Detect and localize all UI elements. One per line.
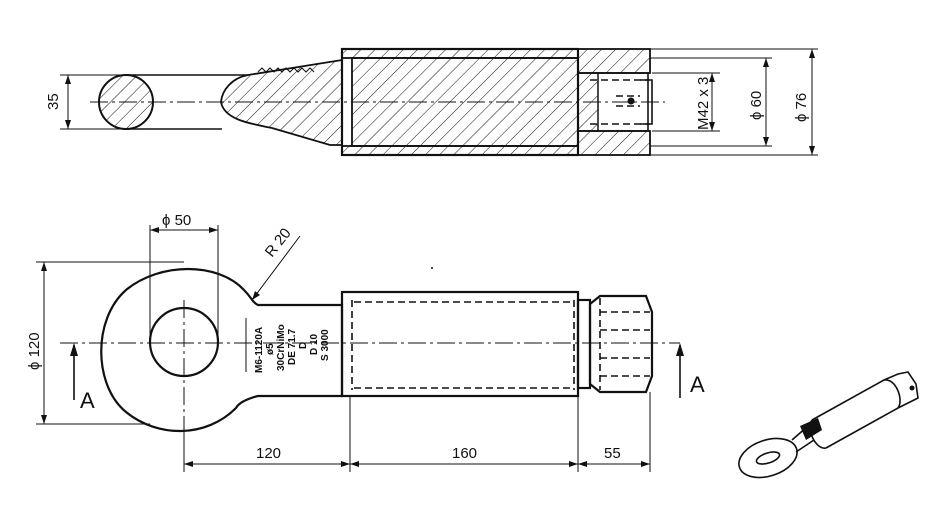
threaded-end-bottom [577,130,651,156]
dim-120v-lines [36,261,184,425]
dim-m42-text: M42 x 3 [695,77,712,130]
cross-hole-hidden [616,95,640,107]
dim-120v-text: ϕ 120 [26,332,43,370]
section-arrowhead-left [70,343,78,356]
elevation-view: M6-1120A ø5 30CrNiMo DE 71.7 D D 10 S 30… [26,212,705,472]
iso-eye-outer [738,437,798,479]
part-marking: M6-1120A ø5 30CrNiMo DE 71.7 D D 10 S 30… [254,324,331,373]
end-nut [588,294,654,394]
dim-160-text: 160 [452,445,477,462]
tube-wall-top [341,48,579,59]
dim-120h-text: 120 [256,445,281,462]
dim-r20-line [251,235,301,301]
isometric-view [738,371,919,479]
tube-wall-bottom [341,145,579,156]
svg-text:M6-1120A: M6-1120A [254,327,265,373]
dim-length-ext-lines [183,392,651,472]
dim-m42-lines [652,72,720,132]
dim-76-lines [650,48,818,156]
dim-r20-text: R 20 [262,225,295,260]
body-outline [340,290,580,398]
iso-marking-plate [800,418,822,440]
iso-end [883,371,919,409]
iso-body [809,379,901,449]
svg-text:D: D [298,342,309,349]
dim-60-text: ϕ 60 [748,91,765,120]
threaded-end-top [577,48,651,74]
svg-text:DE 71.7: DE 71.7 [287,328,298,365]
iso-eye-hole [755,451,781,465]
dim-76-text: ϕ 76 [793,93,810,122]
stray-dot [431,267,433,269]
svg-text:ø5: ø5 [265,343,276,355]
dim-55-text: 55 [604,445,621,462]
dim-50-text: ϕ 50 [162,212,191,229]
end-hidden-lines [599,298,650,390]
section-mark-left: A [80,388,95,413]
eye-outline [100,267,344,433]
svg-text:S 3000: S 3000 [320,329,331,361]
section-arrowhead-right [676,343,684,356]
dim-50-lines [149,225,219,340]
dim-60-arrows [763,58,769,146]
body-inner [351,300,575,390]
svg-text:30CrNiMo: 30CrNiMo [276,324,287,371]
neck-serration [257,67,315,73]
section-mark-right: A [690,372,705,397]
svg-text:D 10: D 10 [309,333,320,355]
dim-60-lines [650,57,772,147]
end-outline [576,298,592,390]
section-view: 35 M42 x 3 ϕ 60 ϕ 76 [45,47,818,157]
dim-35-text: 35 [45,93,62,110]
dim-r20-arrow [252,291,260,300]
cross-hole [627,97,635,105]
iso-cross-hole [909,385,915,391]
bar-outline [126,74,248,130]
